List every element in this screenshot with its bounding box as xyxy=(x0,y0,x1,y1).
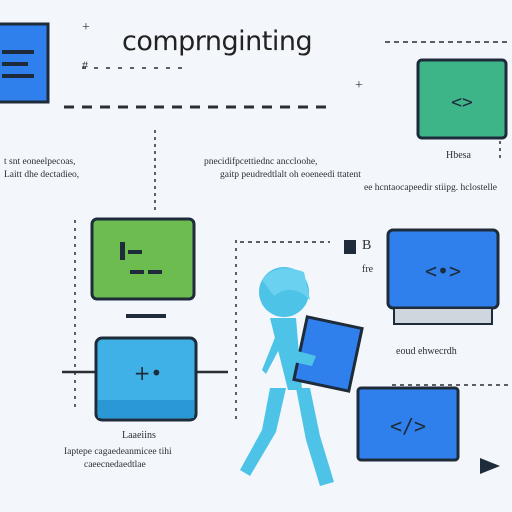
text-line: t snt eoneelpecoas, xyxy=(4,157,76,167)
plus-marker-right: + xyxy=(355,78,363,93)
right-small-label: fre xyxy=(362,264,374,275)
text-line: Iaptepe cagaedeanmicee tihi xyxy=(64,447,172,457)
top-right-window: <> xyxy=(416,58,508,140)
play-arrow-icon xyxy=(480,458,500,474)
mid-monitor-glyph: <•> xyxy=(425,259,461,283)
bottom-right-glyph: </> xyxy=(390,414,426,438)
mid-monitor: <•> xyxy=(386,228,500,325)
text-line: ee hcntaocapeedir stiipg. hclostelle xyxy=(364,183,497,193)
plus-marker-left: + xyxy=(82,20,90,35)
left-green-monitor xyxy=(90,217,196,318)
text-line: gaitp peudredtlalt oh eoeneedi ttatent xyxy=(220,170,361,180)
page-title: comprnginting xyxy=(122,26,313,57)
left-blue-glyph: +• xyxy=(134,361,163,385)
text-line: pnecidifpcettiednc anccloohe, xyxy=(204,157,318,167)
left-blue-device: +• xyxy=(94,336,198,422)
doc-panel xyxy=(0,22,50,104)
hash-marker: # xyxy=(82,58,88,72)
top-right-glyph: <> xyxy=(451,92,473,113)
mid-monitor-label: eoud ehwecrdh xyxy=(396,346,457,357)
left-blue-device-label: Laaeiins xyxy=(122,430,156,441)
text-block-center: pnecidifpcettiednc anccloohe, gaitp peud… xyxy=(204,156,497,195)
text-block-left: t snt eoneelpecoas, Laitt dhe dectadieo, xyxy=(4,156,79,182)
text-block-bottom: Iaptepe cagaedeanmicee tihi caeecnedaedt… xyxy=(64,446,172,472)
bottom-right-panel: </> xyxy=(356,386,460,462)
square-marker-icon xyxy=(344,240,356,254)
b-marker: B xyxy=(362,238,372,253)
top-right-window-label: Hbesa xyxy=(446,150,471,161)
text-line: caeecnedaedtlae xyxy=(84,460,146,470)
person-figure xyxy=(240,267,364,486)
text-line: Laitt dhe dectadieo, xyxy=(4,170,80,180)
